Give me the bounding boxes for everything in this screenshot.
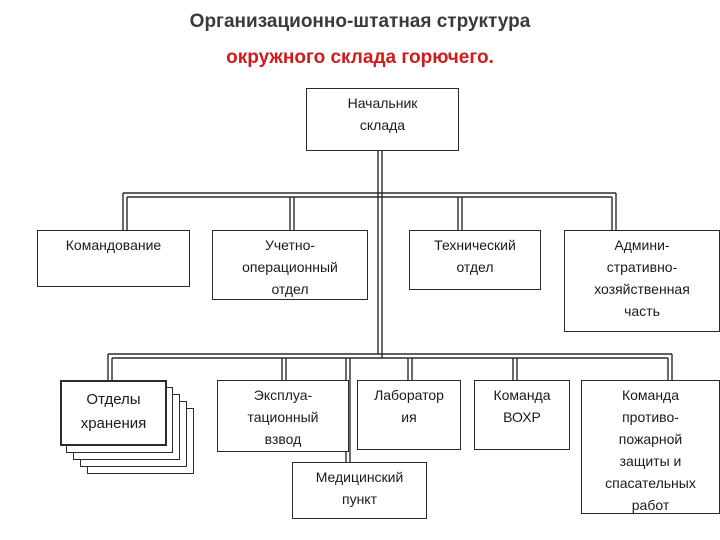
node-vohr-label: Команда ВОХР [493,387,551,425]
node-chief-label: Начальник склада [347,95,418,133]
node-exploitation-label: Эксплуа- тационный взвод [247,387,319,447]
node-chief: Начальник склада [306,88,459,151]
node-storage-label: Отделы хранения [80,391,147,432]
node-technical: Технический отдел [409,230,541,290]
node-laboratory-label: Лаборатор ия [374,387,444,425]
node-fire-label: Команда противо- пожарной защиты и спаса… [605,387,696,513]
node-exploitation: Эксплуа- тационный взвод [217,380,349,452]
node-laboratory: Лаборатор ия [357,380,461,450]
node-medical: Медицинский пункт [292,462,427,519]
node-vohr: Команда ВОХР [474,380,570,450]
node-technical-label: Технический отдел [434,237,516,275]
diagram-title: Организационно-штатная структура [189,11,531,32]
node-storage: Отделы хранения [60,380,167,446]
node-fire: Команда противо- пожарной защиты и спаса… [581,380,720,514]
node-command: Командование [37,230,190,287]
node-accounting-label: Учетно- операционный отдел [242,237,338,297]
diagram-subtitle: окружного склада горючего. [226,47,494,68]
node-medical-label: Медицинский пункт [315,469,404,507]
node-admin-label: Админи- стративно- хозяйственная часть [594,237,690,319]
node-command-label: Командование [65,237,162,253]
node-admin: Админи- стративно- хозяйственная часть [564,230,720,332]
node-accounting: Учетно- операционный отдел [212,230,368,300]
